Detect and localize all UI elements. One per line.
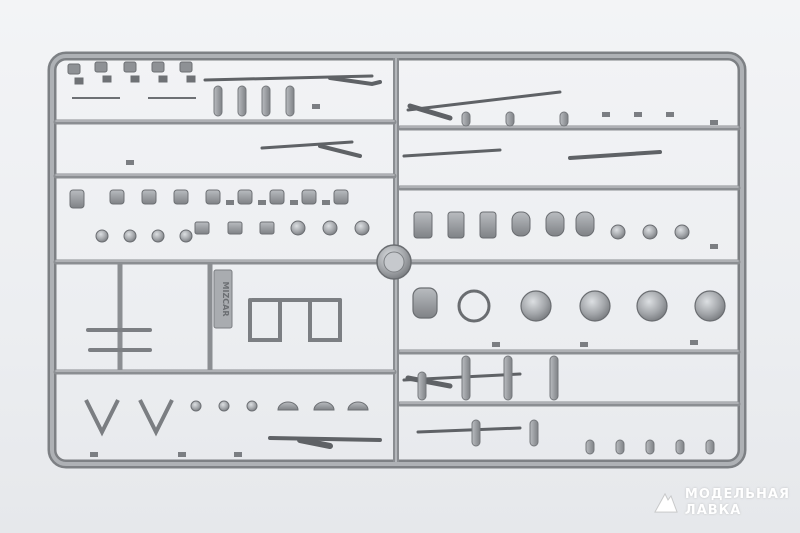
bottom-right-parts: [471, 419, 715, 455]
frame-structures: [86, 298, 342, 352]
watermark-line2: ЛАВКА: [684, 503, 742, 518]
top-left-parts: [67, 61, 196, 99]
helmets: [412, 287, 726, 323]
gate-posts: [213, 85, 569, 401]
sprue-mark-text: MIZCAR: [221, 282, 230, 317]
center-hub: [376, 244, 412, 280]
rifles: [203, 74, 662, 449]
mountain-logo-icon: [654, 492, 678, 513]
sprue-runners: [53, 119, 741, 407]
small-parts-row-left: [69, 189, 349, 235]
bottom-left-parts: [84, 399, 369, 437]
round-parts-left: [95, 220, 370, 243]
containers-right: [413, 211, 690, 240]
sprue-brand-plate: MIZCAR: [213, 269, 233, 329]
part-number-tags: [90, 104, 718, 457]
watermark: МОДЕЛЬНАЯ ЛАВКА: [653, 487, 790, 519]
watermark-line1: МОДЕЛЬНАЯ: [684, 487, 790, 502]
